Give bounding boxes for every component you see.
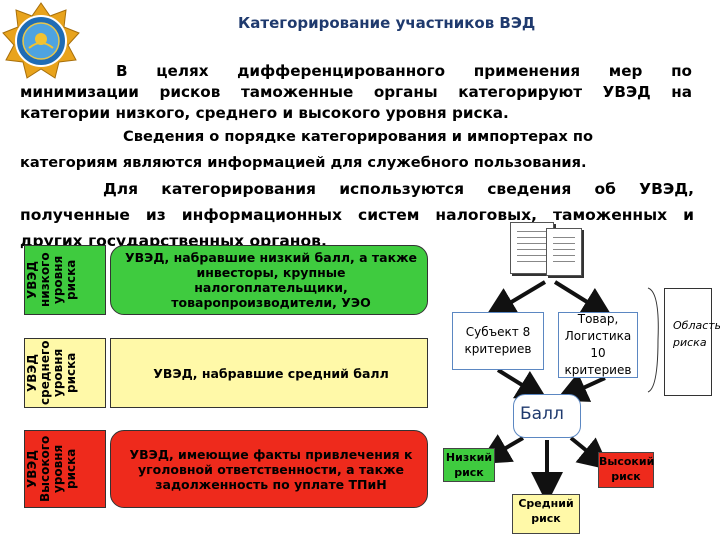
score-box: Балл [513,394,581,438]
high-risk-label-box [24,430,106,508]
high-risk-outcome: Высокий риск [598,452,654,488]
page-title: Категорирование участников ВЭД [238,14,536,32]
medium-risk-label-box [24,338,106,408]
risk-area-box: Область риска [664,288,720,396]
subject-criteria-box: Субъект 8 критериев [452,312,544,370]
low-risk-outcome: Низкий риск [443,448,495,482]
paragraph-categorization-purpose: В целях дифференцированного применения м… [20,62,692,122]
low-risk-label-box [24,245,106,315]
high-risk-description: УВЭД, имеющие факты привлечения к уголов… [110,430,428,508]
medium-risk-description: УВЭД, набравшие средний балл [110,338,428,408]
medium-risk-outcome: Средний риск [512,494,580,534]
documents-icon-second [546,228,582,276]
low-risk-description: УВЭД, набравшие низкий балл, а также инв… [110,245,428,315]
paragraph-confidential-info: Сведения о порядке категорирования и имп… [20,128,594,171]
customs-emblem-logo [2,2,80,79]
goods-logistics-criteria-box: Товар, Логистика 10 критериев [558,312,638,378]
